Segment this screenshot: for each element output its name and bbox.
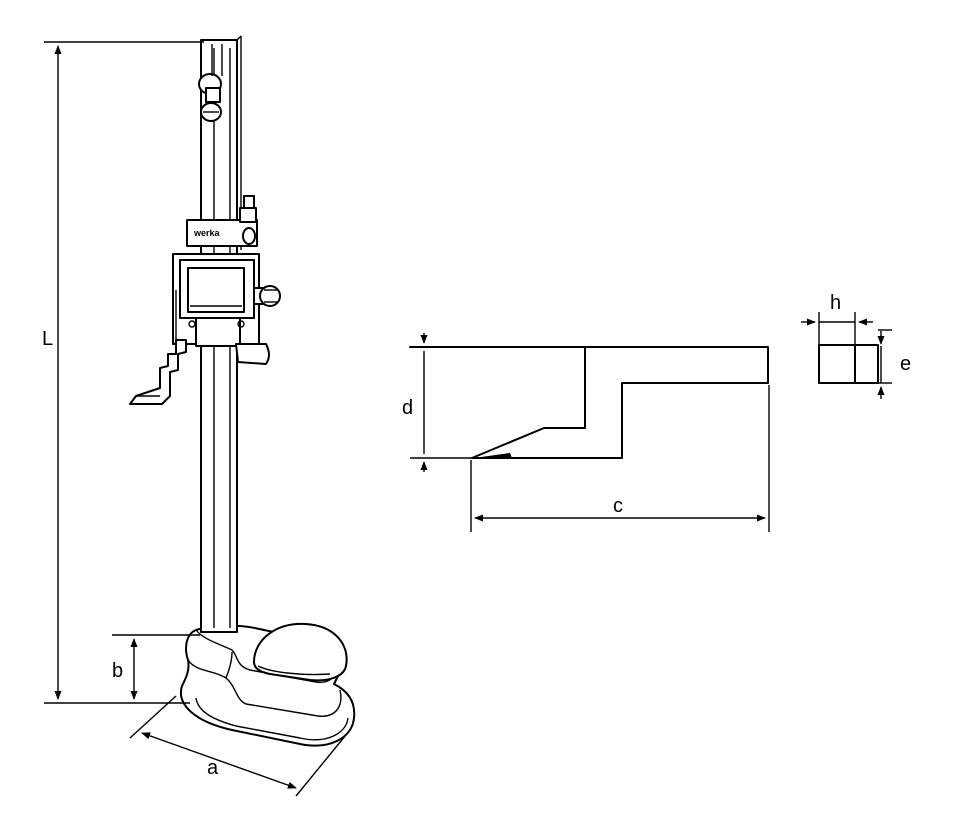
section-detail: h e	[801, 292, 911, 399]
section-outline	[818, 344, 879, 384]
scriber-detail: d c	[402, 333, 770, 532]
label-h: h	[830, 292, 841, 314]
height-gauge: werka	[129, 35, 356, 747]
extension-line-a1	[129, 695, 177, 739]
dimension-a: a	[129, 695, 351, 797]
dimension-L: L	[42, 41, 204, 704]
dimension-b: b	[112, 634, 200, 700]
label-b: b	[112, 660, 123, 682]
scriber	[129, 339, 187, 405]
upper-slider: werka	[186, 195, 258, 247]
dimension-line-a	[141, 732, 297, 789]
label-d: d	[402, 397, 413, 419]
main-slider	[172, 253, 281, 365]
label-L: L	[42, 328, 53, 350]
extension-line-a2	[295, 729, 351, 797]
label-e: e	[900, 353, 911, 375]
scriber-tip	[474, 453, 512, 458]
label-a: a	[207, 757, 219, 779]
brand-label: werka	[193, 228, 221, 238]
fine-adjust-knob	[198, 44, 223, 122]
label-c: c	[613, 495, 623, 517]
scriber-profile	[409, 346, 769, 459]
gauge-base	[179, 622, 356, 747]
